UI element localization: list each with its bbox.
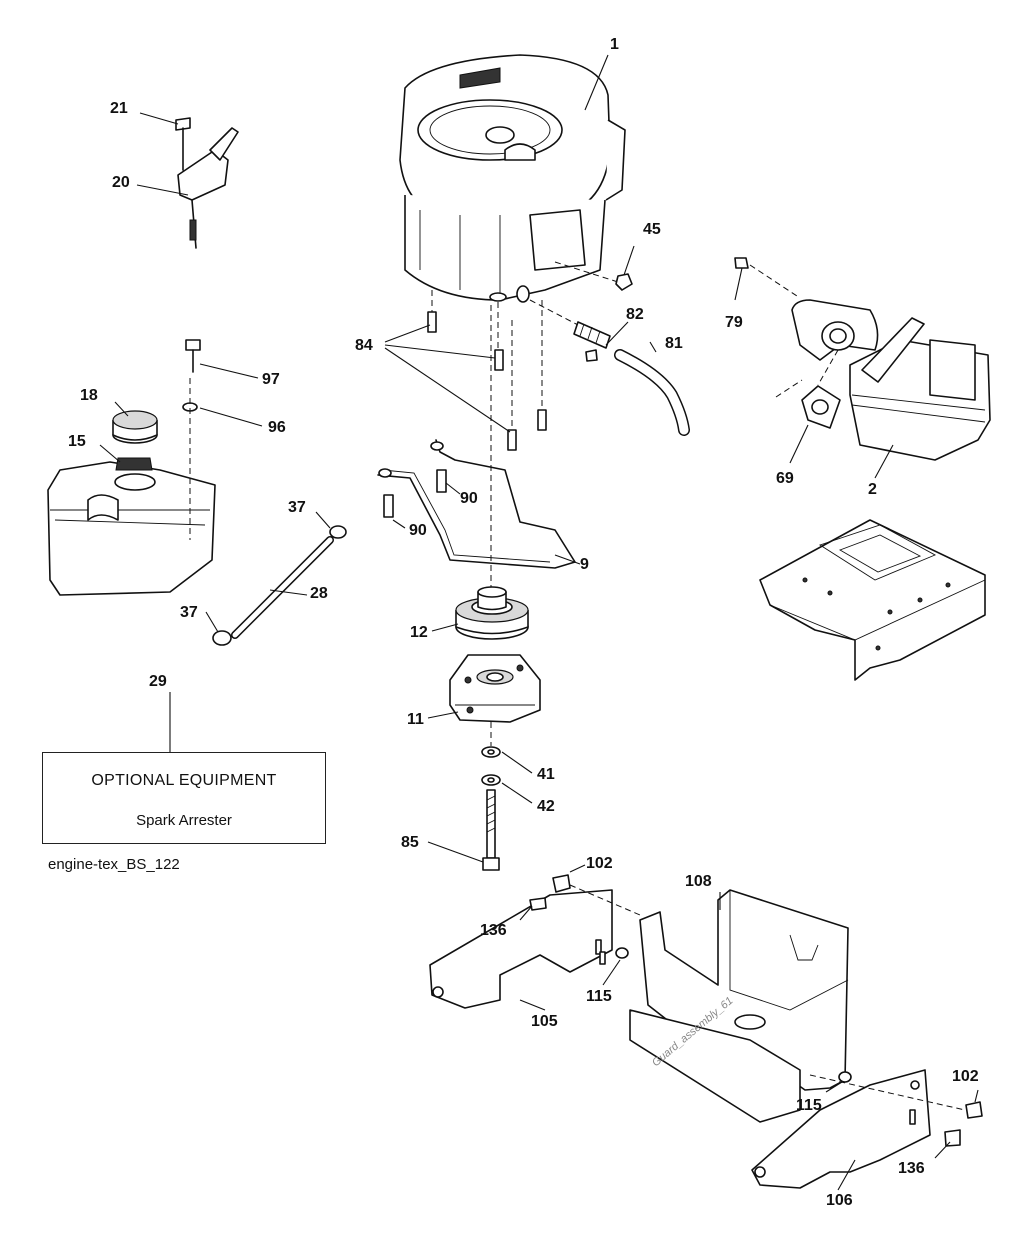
fuel-cap-part [112, 410, 158, 444]
callout-108: 108 [685, 873, 712, 890]
callout-45: 45 [643, 221, 661, 238]
clutch-hardware-part [481, 722, 501, 871]
callout-79: 79 [725, 314, 743, 331]
pulley-part [455, 586, 529, 640]
callout-96: 96 [268, 419, 286, 436]
pto-clutch-part [449, 654, 541, 723]
callout-15: 15 [68, 433, 86, 450]
callout-90-upper: 90 [460, 490, 478, 507]
fuel-line-part [212, 525, 347, 646]
callout-1: 1 [610, 36, 619, 53]
callout-9: 9 [580, 556, 589, 573]
callout-85: 85 [401, 834, 419, 851]
optional-equipment-item: Spark Arrester [136, 812, 232, 829]
callout-2: 2 [868, 481, 877, 498]
engine-bolts-part [427, 290, 547, 451]
callout-37-lower: 37 [180, 604, 198, 621]
callout-81: 81 [665, 335, 683, 352]
callout-29: 29 [149, 673, 167, 690]
callout-11: 11 [407, 711, 424, 728]
callout-42: 42 [537, 798, 555, 815]
callout-82: 82 [626, 306, 644, 323]
belt-guide-part [377, 439, 576, 569]
guard-assembly-part [429, 874, 983, 1189]
muffler-part [734, 257, 991, 461]
callout-21: 21 [110, 100, 128, 117]
optional-equipment-box: OPTIONAL EQUIPMENT Spark Arrester [42, 752, 326, 844]
callout-102-left: 102 [586, 855, 613, 872]
throttle-bracket-part [175, 117, 239, 249]
callout-97: 97 [262, 371, 280, 388]
breather-fitting-part [529, 299, 690, 436]
callout-136-left: 136 [480, 922, 507, 939]
optional-equipment-title: OPTIONAL EQUIPMENT [91, 772, 277, 789]
callout-12: 12 [410, 624, 428, 641]
engine-mount-plate-part [759, 519, 986, 681]
engine-part [399, 54, 626, 303]
callout-84: 84 [355, 337, 373, 354]
callout-28: 28 [310, 585, 328, 602]
callout-69: 69 [776, 470, 794, 487]
fuel-tank-part [47, 457, 216, 596]
callout-37-upper: 37 [288, 499, 306, 516]
nut-45-part [554, 261, 633, 291]
callout-106: 106 [826, 1192, 853, 1209]
callout-leaders [99, 54, 979, 1191]
callout-115-left: 115 [586, 988, 612, 1005]
callout-41: 41 [537, 766, 555, 783]
callout-18: 18 [80, 387, 98, 404]
callout-102-right: 102 [952, 1068, 979, 1085]
fuel-tank-bolt-part [182, 339, 201, 540]
callout-105: 105 [531, 1013, 558, 1030]
callout-136-right: 136 [898, 1160, 925, 1177]
callout-90-lower: 90 [409, 522, 427, 539]
diagram-reference-code: engine-tex_BS_122 [48, 856, 180, 873]
callout-20: 20 [112, 174, 130, 191]
callout-115-right: 115 [796, 1097, 822, 1114]
